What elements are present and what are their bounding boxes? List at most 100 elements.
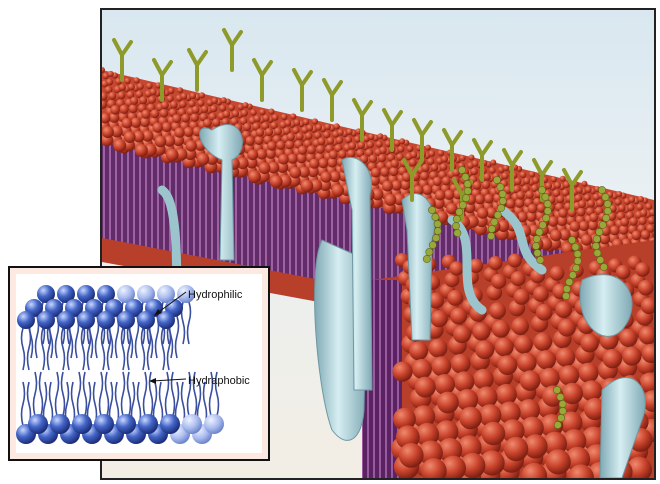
inset-tail [84,372,87,416]
glycan-bead [559,400,566,407]
phospholipid-head [578,200,586,208]
inset-tail [78,372,81,416]
phospholipid-head [276,141,285,150]
front-head [489,302,506,319]
inset-head [28,414,48,434]
phospholipid-head [307,145,316,154]
glycan-bead [452,222,459,229]
phospholipid-head [241,110,248,117]
phospholipid-head [108,71,114,77]
front-head [473,369,494,390]
phospholipid-head [221,97,227,103]
glycan-bead [456,208,463,215]
phospholipid-head [589,213,598,222]
phospholipid-head [272,114,279,121]
glycan-bead [459,201,466,208]
glycan-bead [434,220,441,227]
glycan-bead [539,221,546,228]
glycan-bead [491,218,498,225]
front-head [580,334,599,353]
phospholipid-head [134,77,140,83]
phospholipid-head [172,114,181,123]
front-head [451,354,471,374]
front-head [434,374,455,395]
phospholipid-head [636,204,643,211]
glycan-bead [562,292,569,299]
phospholipid-head [516,191,525,200]
phospholipid-head [320,172,331,183]
phospholipid-head [265,128,273,136]
phospholipid-head [268,109,274,115]
glycan-bead [464,187,471,194]
inset-tail [144,372,147,416]
glycan-bead [557,393,564,400]
front-head [488,256,502,270]
glycan-bead [566,278,573,285]
glycan-bead [532,242,539,249]
inset-tail [34,372,37,416]
phospholipid-head [576,187,583,194]
glycan-bead [594,249,601,256]
inset-head [137,311,155,329]
glycan-bead [602,193,609,200]
phospholipid-head [489,167,496,174]
glycan-bead [499,190,506,197]
phospholipid-head [327,137,335,145]
phospholipid-head [128,83,135,90]
phospholipid-head [554,182,561,189]
phospholipid-head [281,114,287,120]
glycan-bead [533,235,540,242]
phospholipid-head [243,123,251,131]
phospholipid-head [560,176,566,182]
phospholipid-head [139,96,147,104]
glycan-bead [534,249,541,256]
phospholipid-head [150,109,159,118]
phospholipid-head [290,167,302,179]
phospholipid-head [298,146,307,155]
phospholipid-head [620,218,629,227]
inset-tail [188,302,191,344]
phospholipid-head [325,124,331,130]
phospholipid-head [347,150,355,158]
front-head [635,262,650,277]
front-head [447,290,463,306]
phospholipid-head [113,139,126,152]
phospholipid-head [274,127,282,135]
phospholipid-head [254,136,263,145]
front-head [431,356,451,376]
inset-tail [176,316,179,358]
phospholipid-head [490,160,496,166]
phospholipid-head [337,129,344,136]
phospholipid-head [153,122,163,132]
glycan-bead [493,176,500,183]
inset-head [77,311,95,329]
inset-head [138,414,158,434]
phospholipid-head [532,177,539,184]
phospholipid-head [376,141,383,148]
inset-tail [172,372,175,416]
hydrophobic-label: Hydraphobic [188,375,250,387]
phospholipid-head [442,176,451,185]
front-head [533,286,549,302]
glycan-bead [553,386,560,393]
front-head [558,319,576,337]
front-head [453,325,471,343]
glycan-bead [464,180,471,187]
phospholipid-head [338,150,347,159]
phospholipid-head [618,204,626,212]
inset-head [94,414,114,434]
phospholipid-head [579,221,589,231]
phospholipid-head [368,134,374,140]
glycan-bead [433,234,440,241]
front-head [508,254,522,268]
phospholipid-head [379,147,386,154]
phospholipid-head [254,115,261,122]
phospholipid-head [616,191,622,197]
phospholipid-head [190,113,199,122]
inset-tail [62,372,65,416]
phospholipid-head [124,78,130,84]
glycan-bead [462,173,469,180]
inset-upper-leaflet [17,285,195,370]
phospholipid-head [334,123,340,129]
glycan-bead [497,183,504,190]
